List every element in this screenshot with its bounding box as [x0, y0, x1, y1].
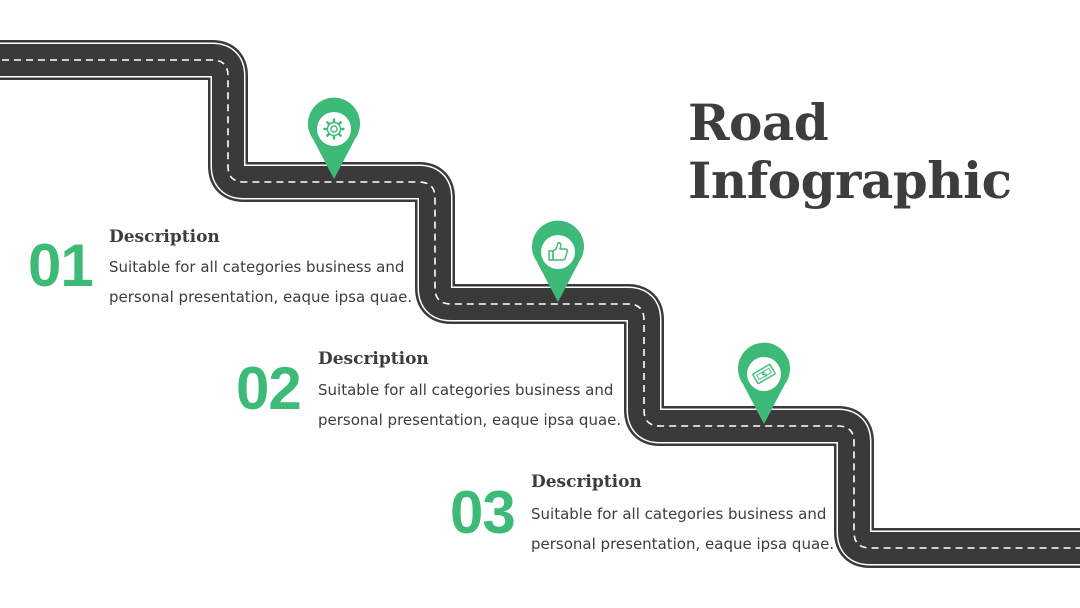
gear-icon — [323, 118, 345, 140]
map-pin-1 — [308, 97, 360, 180]
map-pin-3: $ — [738, 342, 790, 424]
map-pin-2 — [532, 220, 584, 302]
step-number: 01 — [28, 232, 94, 299]
title-line-1: Road — [688, 93, 829, 152]
step-number: 03 — [450, 479, 516, 546]
step-heading: Description — [531, 472, 642, 492]
road-center-line — [0, 59, 1080, 549]
page-title: Road Infographic — [688, 94, 1012, 210]
road — [0, 40, 1080, 568]
step-number: 02 — [236, 355, 302, 422]
step-description: Suitable for all categories business and… — [318, 381, 622, 429]
money-icon: $ — [752, 363, 776, 385]
thumbs-up-icon — [548, 242, 569, 261]
step-description: Suitable for all categories business and… — [109, 258, 413, 306]
title-line-2: Infographic — [688, 151, 1012, 210]
step-heading: Description — [109, 227, 220, 247]
step-heading: Description — [318, 349, 429, 369]
step-description: Suitable for all categories business and… — [531, 505, 835, 553]
svg-text:$: $ — [760, 369, 770, 380]
